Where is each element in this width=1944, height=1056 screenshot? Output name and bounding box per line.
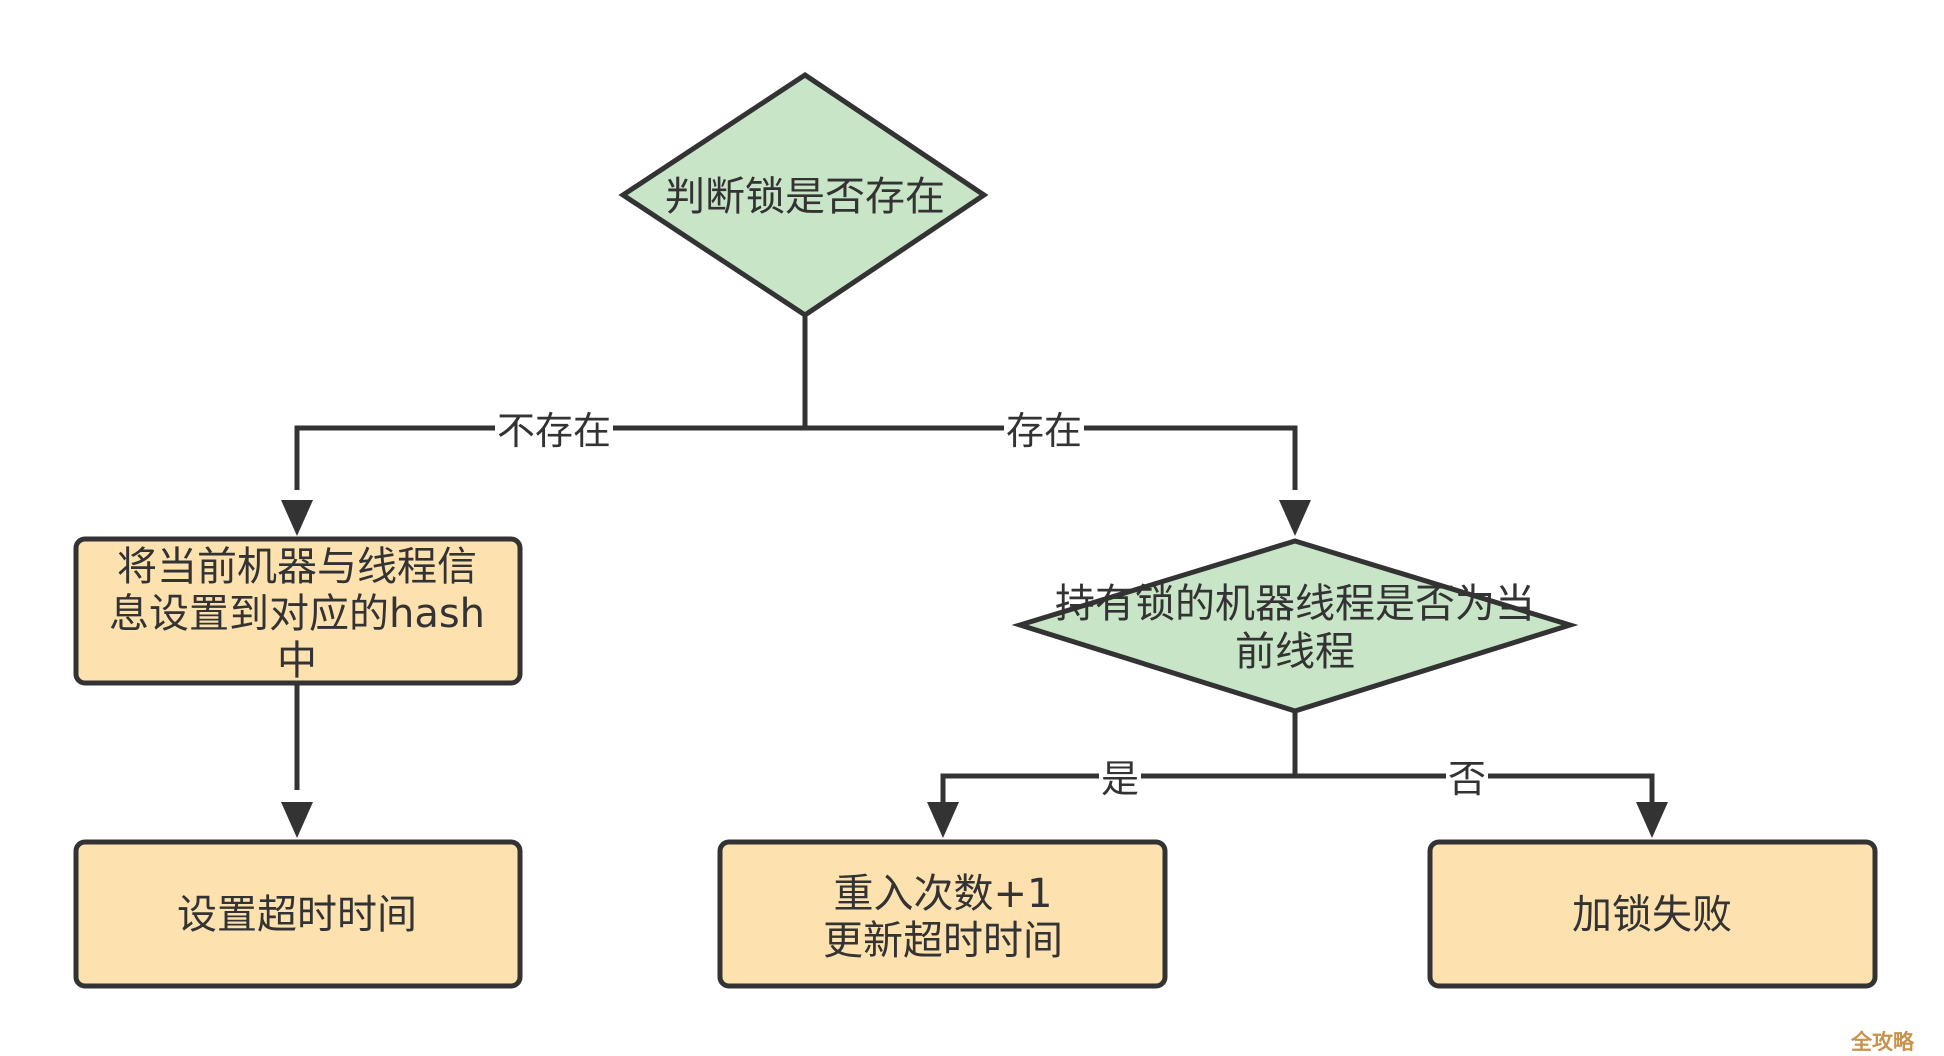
process-set-hash-label-line-2: 息设置到对应的hash — [109, 591, 485, 637]
decision-check-holder-shape — [1011, 538, 1579, 714]
decision-check-holder: 持有锁的机器线程是否为当 前线程 — [1011, 538, 1579, 714]
process-set-hash-label-line-3: 中 — [277, 638, 317, 684]
edge-labels: 不存在 存在 是 否 — [495, 408, 1488, 801]
process-set-timeout: 设置超时时间 — [73, 839, 523, 989]
edge-label-exists: 存在 — [1006, 409, 1082, 453]
process-set-timeout-shape — [73, 839, 523, 989]
edge-label-not-exists: 不存在 — [497, 409, 611, 453]
arrowhead-to-set-hash — [281, 500, 313, 536]
process-lock-fail-label: 加锁失败 — [1572, 892, 1732, 938]
watermark-text: 全攻略 — [1850, 1030, 1915, 1054]
arrowhead-to-set-timeout — [281, 802, 313, 838]
decision-check-lock: 判断锁是否存在 — [618, 71, 989, 319]
process-reentry-label-line-2: 更新超时时间 — [823, 918, 1063, 964]
connector-yes — [940, 773, 1295, 802]
decision-check-lock-label: 判断锁是否存在 — [665, 174, 945, 220]
watermark: 全攻略 — [1850, 1030, 1915, 1054]
edge-label-yes: 是 — [1101, 757, 1139, 801]
connectors — [294, 315, 1655, 802]
process-set-timeout-label: 设置超时时间 — [177, 892, 417, 938]
process-set-hash-label-line-1: 将当前机器与线程信 — [117, 544, 477, 590]
connector-no — [1295, 773, 1655, 802]
process-set-hash-shape — [73, 536, 523, 686]
arrowhead-to-reentry — [927, 802, 959, 838]
decision-check-holder-label-line-1: 持有锁的机器线程是否为当 — [1055, 581, 1535, 627]
process-reentry: 重入次数+1 更新超时时间 — [717, 839, 1168, 989]
arrowhead-to-check-holder — [1279, 500, 1311, 536]
arrowhead-to-lock-fail — [1636, 802, 1668, 838]
process-reentry-label-line-1: 重入次数+1 — [834, 871, 1053, 917]
decision-check-lock-shape — [618, 71, 989, 319]
decision-check-holder-label-line-2: 前线程 — [1235, 629, 1355, 675]
connector-exists — [805, 425, 1298, 490]
process-lock-fail: 加锁失败 — [1427, 839, 1878, 989]
connector-not-exists — [294, 425, 805, 490]
edge-label-no: 否 — [1448, 757, 1486, 801]
process-set-hash: 将当前机器与线程信 息设置到对应的hash 中 — [73, 536, 523, 686]
process-lock-fail-shape — [1427, 839, 1878, 989]
arrowheads — [281, 500, 1668, 838]
process-reentry-shape — [717, 839, 1168, 989]
